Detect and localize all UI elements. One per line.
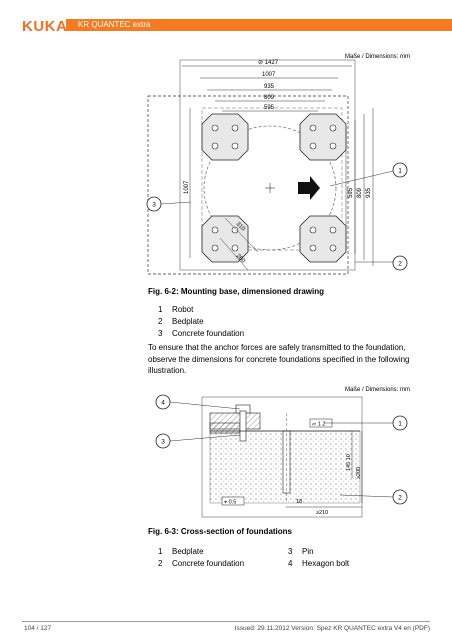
header-bar <box>66 19 452 31</box>
svg-text:145 10: 145 10 <box>346 454 352 471</box>
svg-text:18: 18 <box>296 499 302 505</box>
svg-text:935: 935 <box>366 187 372 198</box>
cross-section-drawing: Maße / Dimensions: mm ⏥ 1 <box>155 387 410 518</box>
callout-1b <box>392 415 408 431</box>
svg-text:280: 280 <box>235 253 247 265</box>
svg-text:809: 809 <box>264 95 275 101</box>
callout-1 <box>392 162 408 178</box>
svg-text:1007: 1007 <box>262 72 276 78</box>
svg-text:310: 310 <box>235 221 247 233</box>
figure-cross-section: Maße / Dimensions: mm ⏥ 1 <box>140 383 430 521</box>
svg-text:≥200: ≥200 <box>356 467 362 479</box>
svg-text:4: 4 <box>161 400 165 407</box>
svg-text:⊘ 1427: ⊘ 1427 <box>258 60 279 66</box>
figure-mounting-base: Maße / Dimensions: mm ⊘ 1427 1007 935 80… <box>140 48 430 278</box>
bedplate-tl <box>201 113 249 161</box>
svg-text:3: 3 <box>161 439 165 446</box>
body-paragraph: To ensure that the anchor forces are saf… <box>148 343 410 375</box>
kuka-logo: KUKA <box>22 18 68 35</box>
direction-arrow-icon <box>298 176 320 200</box>
bedplate-tr <box>299 113 347 161</box>
svg-text:2: 2 <box>398 261 402 268</box>
figure-caption-6-3: Fig. 6-3: Cross-section of foundations <box>148 527 293 536</box>
callout-3b <box>155 433 171 449</box>
callout-2b <box>392 489 408 505</box>
svg-text:1: 1 <box>398 421 402 428</box>
svg-text:⌖ 0.5: ⌖ 0.5 <box>224 500 236 506</box>
svg-text:3: 3 <box>152 202 156 209</box>
page-number: 104 / 127 <box>24 625 52 632</box>
callout-4 <box>155 394 171 410</box>
svg-text:2: 2 <box>398 495 402 502</box>
issued-info: Issued: 29.11.2012 Version: Spez KR QUAN… <box>234 625 430 632</box>
footer-rule <box>22 621 430 622</box>
svg-text:595: 595 <box>348 187 354 198</box>
units-label-2: Maße / Dimensions: mm <box>345 387 410 393</box>
svg-text:⏥ 1 2: ⏥ 1 2 <box>312 422 325 428</box>
bedplate-br <box>299 215 347 263</box>
svg-text:1007: 1007 <box>184 180 190 194</box>
callout-3-graphic: 3 <box>146 196 192 212</box>
svg-text:≥210: ≥210 <box>316 510 328 516</box>
mounting-base-drawing: Maße / Dimensions: mm ⊘ 1427 1007 935 80… <box>147 54 410 275</box>
callout-2 <box>392 255 408 271</box>
svg-text:935: 935 <box>264 84 275 90</box>
document-title: KR QUANTEC extra <box>78 20 151 29</box>
svg-text:809: 809 <box>357 187 363 198</box>
svg-text:1: 1 <box>398 168 402 175</box>
svg-text:595: 595 <box>264 105 275 111</box>
figure-caption-6-2: Fig. 6-2: Mounting base, dimensioned dra… <box>148 287 325 296</box>
units-label: Maße / Dimensions: mm <box>345 54 410 60</box>
